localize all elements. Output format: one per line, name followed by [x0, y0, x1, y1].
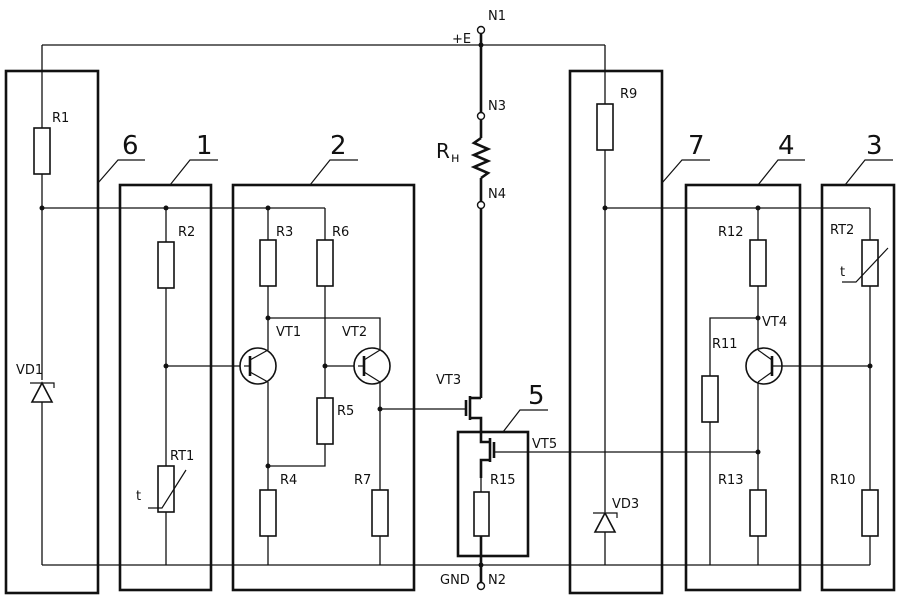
resistor-r4	[259, 489, 277, 537]
junction-r4	[265, 463, 271, 469]
label-supply: +E	[452, 32, 471, 47]
label-vt3: VT3	[436, 373, 461, 388]
label-r7: R7	[354, 473, 371, 488]
label-r6: R6	[332, 225, 349, 240]
block-3	[820, 183, 896, 592]
label-r4: R4	[280, 473, 297, 488]
terminal-n2	[476, 581, 486, 591]
zener-vd1-bar	[30, 382, 55, 388]
label-n1: N1	[488, 9, 506, 24]
leader-4	[757, 159, 805, 186]
label-vt4: VT4	[762, 315, 787, 330]
resistor-r6	[316, 239, 334, 287]
resistor-r1	[33, 127, 51, 175]
terminal-n4	[476, 200, 486, 210]
zener-vd1	[30, 381, 54, 403]
leader-5	[502, 409, 548, 433]
junction-vt3-gate	[377, 406, 383, 412]
junction-vt5-gate	[755, 449, 761, 455]
vt5-drain	[479, 436, 490, 444]
block-number-3: 3	[866, 131, 883, 161]
label-vd1: VD1	[16, 363, 43, 378]
block-2	[231, 183, 416, 592]
label-rt1-t: t	[136, 489, 141, 504]
resistor-r9	[596, 103, 614, 151]
resistor-r3	[259, 239, 277, 287]
leader-2	[309, 159, 358, 186]
vt4-emitter-lead	[757, 349, 773, 361]
label-vt1: VT1	[276, 325, 301, 340]
label-r13: R13	[718, 473, 744, 488]
block-5	[456, 430, 530, 558]
thermistor-rt2-arrow	[842, 247, 889, 283]
vt5-source	[479, 458, 490, 478]
label-rt2-t: t	[840, 265, 845, 280]
label-rt1: RT1	[170, 449, 194, 464]
label-rh-subscript: н	[451, 151, 460, 166]
block-number-7: 7	[688, 131, 705, 161]
label-r2: R2	[178, 225, 195, 240]
wire-r11-top	[709, 317, 758, 376]
terminal-n1	[476, 25, 486, 35]
resistor-r5	[316, 397, 334, 445]
label-vd3: VD3	[612, 497, 639, 512]
label-r10: R10	[830, 473, 856, 488]
label-rh: R	[436, 139, 450, 163]
vt2-emitter-lead	[363, 371, 381, 383]
label-r15: R15	[490, 473, 516, 488]
wire-r5-bottom	[268, 444, 326, 467]
vt4-collector-lead	[757, 371, 773, 383]
thermistor-rt2	[861, 239, 879, 287]
label-r3: R3	[276, 225, 293, 240]
resistor-r12	[749, 239, 767, 287]
vt2-collector-lead	[363, 349, 381, 361]
zener-vd3	[593, 511, 617, 533]
resistor-r15	[473, 491, 490, 537]
label-r11: R11	[712, 337, 738, 352]
label-rt2: RT2	[830, 223, 854, 238]
label-n2: N2	[488, 573, 506, 588]
leader-7	[661, 159, 710, 184]
vt3-source	[470, 416, 483, 436]
thermistor-rt1-arrow	[148, 469, 187, 509]
block-number-6: 6	[122, 131, 139, 161]
vt1-emitter-lead	[249, 371, 269, 383]
label-vt2: VT2	[342, 325, 367, 340]
label-r1: R1	[52, 111, 69, 126]
label-n3: N3	[488, 99, 506, 114]
block-number-5: 5	[528, 381, 545, 411]
resistor-r7	[371, 489, 389, 537]
block-number-1: 1	[196, 131, 213, 161]
block-number-4: 4	[778, 131, 795, 161]
label-r5: R5	[337, 404, 354, 419]
label-r12: R12	[718, 225, 744, 240]
block-7	[568, 69, 664, 595]
block-1	[118, 183, 213, 592]
label-ground: GND	[440, 573, 470, 588]
block-number-2: 2	[330, 131, 347, 161]
block-6	[4, 69, 100, 595]
vt1-collector-lead	[249, 349, 269, 361]
resistor-r13	[749, 489, 767, 537]
block-4	[684, 183, 802, 592]
wire-vt2-collector	[268, 317, 381, 350]
thermistor-rt1	[157, 465, 175, 513]
leader-6	[97, 159, 145, 184]
terminal-n3	[476, 111, 486, 121]
leader-3	[844, 159, 893, 186]
load-resistor-rh	[470, 136, 492, 180]
leader-1	[169, 159, 218, 186]
label-r9: R9	[620, 87, 637, 102]
zener-vd3-bar	[593, 512, 618, 518]
resistor-r11	[701, 375, 719, 423]
resistor-r2	[157, 241, 175, 289]
label-vt5: VT5	[532, 437, 557, 452]
resistor-r10	[861, 489, 879, 537]
label-n4: N4	[488, 187, 506, 202]
